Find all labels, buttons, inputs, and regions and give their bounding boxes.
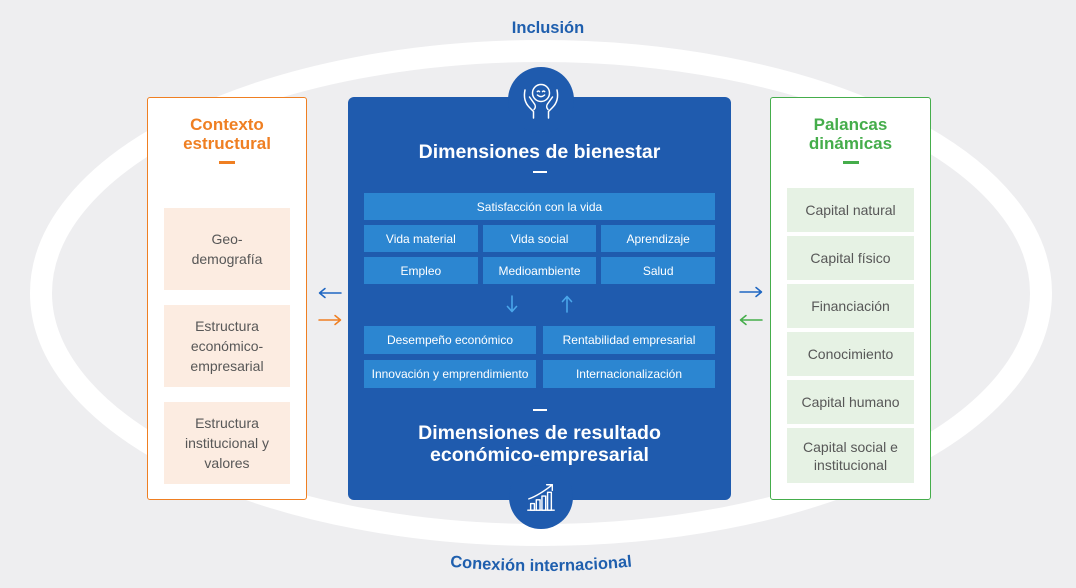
item-line: Capital físico <box>810 250 891 266</box>
dimension-medioambiente: Medioambiente <box>482 257 597 284</box>
results-badge <box>509 465 573 529</box>
right-panel-dash <box>842 161 859 164</box>
left-panel-title: Contexto estructural <box>148 115 306 153</box>
left-panel-title-line: Contexto <box>190 115 264 134</box>
item-line: Capital natural <box>805 202 896 218</box>
left-panel-items: Geo- demografía Estructura económico- em… <box>164 208 290 484</box>
wellbeing-title-text: Dimensiones de bienestar <box>418 141 661 163</box>
result-dimensions: Desempeño económico Rentabilidad empresa… <box>364 326 715 388</box>
arrow-left-icon <box>739 314 763 326</box>
dimension-desempeno-economico: Desempeño económico <box>364 326 536 354</box>
wellbeing-row: Empleo Medioambiente Salud <box>364 257 716 284</box>
arrow-left-icon <box>318 287 342 299</box>
result-row: Desempeño económico Rentabilidad empresa… <box>364 326 715 354</box>
right-panel-title-line: dinámicas <box>808 134 893 153</box>
wellbeing-badge <box>508 67 574 133</box>
dimension-innovacion-emprendimiento: Innovación y emprendimiento <box>364 360 536 388</box>
item-line: económico- <box>190 338 264 354</box>
dimension-vida-material: Vida material <box>364 225 478 252</box>
result-row: Innovación y emprendimiento Internaciona… <box>364 360 715 388</box>
left-panel-title-line: estructural <box>183 134 271 153</box>
center-panel-dimensiones: Dimensiones de bienestar Satisfacción co… <box>348 97 731 500</box>
arrow-down-icon <box>506 295 518 313</box>
ellipse-ring <box>30 40 1052 546</box>
right-item-conocimiento: Conocimiento <box>787 332 914 376</box>
arrow-up-icon <box>561 295 573 313</box>
item-line: Conocimiento <box>807 346 894 362</box>
wellbeing-title: Dimensiones de bienestar <box>348 140 731 164</box>
left-panel-dash <box>219 161 235 164</box>
item-line: empresarial <box>190 358 264 374</box>
arrow-right-icon <box>318 314 342 326</box>
right-panel-items: Capital natural Capital físico Financiac… <box>787 188 914 483</box>
right-panel-palancas-dinamicas: Palancas dinámicas Capital natural Capit… <box>770 97 931 500</box>
smiley-hands-icon <box>523 83 559 119</box>
dimension-satisfaccion-vida: Satisfacción con la vida <box>364 193 715 220</box>
right-item-capital-social-institucional: Capital social e institucional <box>787 428 914 483</box>
top-label: Inclusión <box>511 19 585 37</box>
results-title: Dimensiones de resultado económico-empre… <box>348 422 731 466</box>
dimension-internacionalizacion: Internacionalización <box>543 360 715 388</box>
left-panel-contexto-estructural: Contexto estructural Geo- demografía Est… <box>147 97 307 500</box>
item-line: demografía <box>191 251 263 267</box>
center-dash-bottom <box>532 409 547 411</box>
dimension-vida-social: Vida social <box>482 225 597 252</box>
wellbeing-row: Satisfacción con la vida <box>364 193 715 220</box>
item-line: Capital social e <box>803 438 898 455</box>
item-line: valores <box>204 455 250 471</box>
results-title-line: económico-empresarial <box>430 444 649 466</box>
bottom-label-text: Conexión internacional <box>449 553 632 575</box>
item-line: Geo- <box>211 231 243 247</box>
dimension-empleo: Empleo <box>364 257 478 284</box>
center-dash-top <box>532 171 547 173</box>
left-item-geodemografia: Geo- demografía <box>164 208 290 290</box>
left-item-estructura-institucional: Estructura institucional y valores <box>164 402 290 484</box>
right-item-capital-humano: Capital humano <box>787 380 914 424</box>
right-item-capital-natural: Capital natural <box>787 188 914 232</box>
left-item-estructura-economico-empresarial: Estructura económico- empresarial <box>164 305 290 387</box>
dimension-aprendizaje: Aprendizaje <box>601 225 716 252</box>
item-line: Capital humano <box>801 394 900 410</box>
right-item-capital-fisico: Capital físico <box>787 236 914 280</box>
wellbeing-dimensions: Satisfacción con la vida Vida material V… <box>364 193 716 284</box>
dimension-salud: Salud <box>601 257 716 284</box>
item-line: institucional <box>813 456 888 473</box>
right-panel-title: Palancas dinámicas <box>771 115 930 153</box>
item-line: institucional y <box>184 435 270 451</box>
right-panel-title-line: Palancas <box>813 115 888 134</box>
dimension-rentabilidad-empresarial: Rentabilidad empresarial <box>543 326 715 354</box>
item-line: Estructura <box>195 318 259 334</box>
arrow-right-icon <box>739 286 763 298</box>
growth-chart-icon <box>527 484 555 511</box>
item-line: Estructura <box>195 415 259 431</box>
wellbeing-row: Vida material Vida social Aprendizaje <box>364 225 716 252</box>
bottom-label: Conexión internacional <box>449 553 632 575</box>
item-line: Financiación <box>811 298 890 314</box>
results-title-line: Dimensiones de resultado <box>418 422 661 444</box>
right-item-financiacion: Financiación <box>787 284 914 328</box>
